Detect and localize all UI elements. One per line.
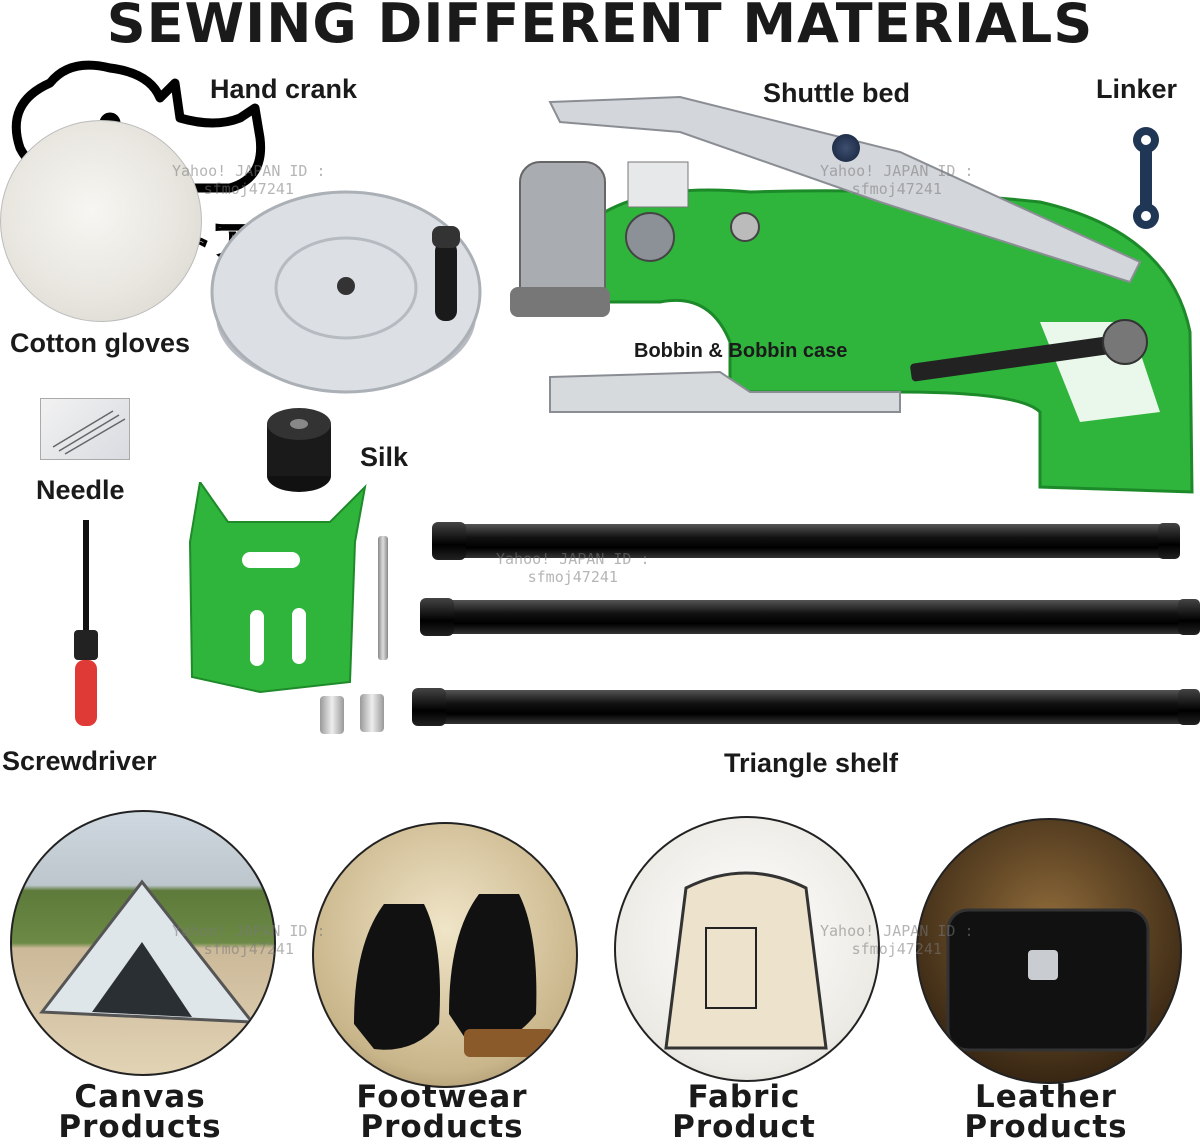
silk-spool [264, 406, 334, 494]
shelf-rod-2 [420, 598, 1200, 636]
linker-wrench [1126, 126, 1166, 230]
page-title: SEWING DIFFERENT MATERIALS [106, 0, 1094, 55]
screwdriver [66, 520, 106, 730]
watermark: Yahoo! JAPAN ID :sfmoj47241 [820, 922, 974, 958]
label-hand-crank: Hand crank [210, 74, 358, 104]
hand-crank-wheel [210, 186, 482, 398]
long-bolt [378, 536, 388, 660]
canvas-tent-image [10, 810, 276, 1076]
shelf-rod-3 [412, 688, 1200, 726]
label-shuttle-bed: Shuttle bed [763, 78, 910, 108]
gloves-image [0, 120, 202, 322]
label-cotton-gloves: Cotton gloves [10, 328, 190, 358]
watermark: Yahoo! JAPAN ID :sfmoj47241 [172, 922, 326, 958]
mounting-plate [180, 479, 380, 714]
screw-1 [320, 696, 344, 734]
footwear-image [312, 822, 578, 1088]
watermark: Yahoo! JAPAN ID :sfmoj47241 [172, 162, 326, 198]
shelf-rod-1 [432, 522, 1180, 560]
label-triangle-shelf: Triangle shelf [724, 748, 899, 778]
sewing-machine [480, 92, 1200, 502]
label-screwdriver: Screwdriver [2, 746, 157, 776]
watermark: Yahoo! JAPAN ID :sfmoj47241 [496, 550, 650, 586]
needle-pack [40, 398, 130, 460]
label-silk: Silk [360, 442, 409, 472]
fabric-bag-image [614, 816, 880, 1082]
leather-bag-image [916, 818, 1182, 1084]
label-linker: Linker [1096, 74, 1178, 104]
watermark: Yahoo! JAPAN ID :sfmoj47241 [820, 162, 974, 198]
screw-2 [360, 694, 384, 732]
shuttle-bed-part [832, 134, 860, 162]
label-bobbin-case: Bobbin & Bobbin case [634, 340, 848, 362]
label-needle: Needle [36, 475, 125, 505]
